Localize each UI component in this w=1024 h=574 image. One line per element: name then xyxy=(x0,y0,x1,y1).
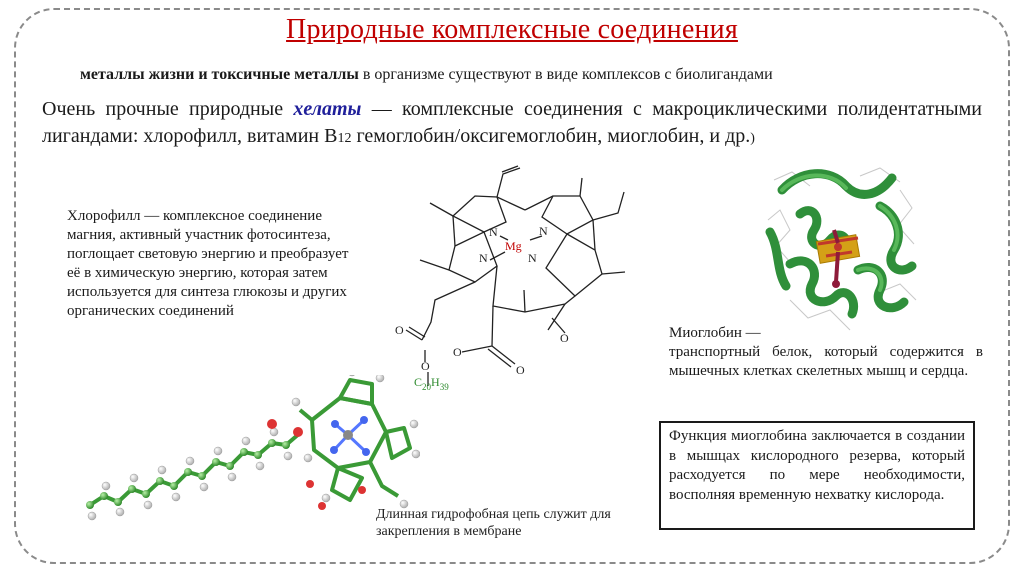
myoglobin-heading: Миоглобин — xyxy=(669,325,761,341)
myoglobin-function-box: Функция миоглобина заключается в создани… xyxy=(659,421,975,530)
intro-bold: металлы жизни и токсичные металлы xyxy=(80,66,359,83)
b12-subscript: 12 xyxy=(337,131,352,146)
mg-label: Mg xyxy=(505,239,522,253)
chelates-paragraph: Очень прочные природные хелаты — комплек… xyxy=(42,96,982,152)
membrane-caption: Длинная гидрофобная цепь служит для закр… xyxy=(376,507,611,539)
intro-line: металлы жизни и токсичные металлы в орга… xyxy=(80,66,773,84)
o-label: O xyxy=(453,345,462,359)
chlorophyll-description: Хлорофилл — комплексное соединение магни… xyxy=(67,208,349,319)
n-label: N xyxy=(489,225,498,239)
o-label: O xyxy=(516,363,525,377)
magnesium-atom xyxy=(343,430,353,440)
n-label: N xyxy=(479,251,488,265)
o-label: O xyxy=(560,331,569,345)
slide-title: Природные комплексные соединения xyxy=(286,14,738,45)
n-label: N xyxy=(528,251,537,265)
oxygen-atom xyxy=(293,427,303,437)
intro-rest: в организме существуют в виде комплексов… xyxy=(358,66,773,83)
chelates-text: — комплексные соединения с макроцикличес… xyxy=(42,98,982,147)
chlorophyll-structure-diagram: N N N N Mg O O O O O C20H39 xyxy=(395,165,626,392)
n-label: N xyxy=(539,224,548,238)
myoglobin-text: транспортный белок, который содержится в… xyxy=(669,344,983,379)
heme-group xyxy=(815,229,861,288)
o-label: O xyxy=(421,359,430,373)
chelates-lead: Очень прочные природные xyxy=(42,98,294,120)
myoglobin-description: Миоглобин — транспортный белок, который с… xyxy=(669,324,983,381)
chelates-tail: гемоглобин/оксигемоглобин, миоглобин, и … xyxy=(351,125,751,147)
chelates-term: хелаты xyxy=(293,98,362,120)
myoglobin-model xyxy=(765,167,917,331)
slide-frame xyxy=(14,8,1010,564)
o-label: O xyxy=(395,323,404,337)
chlorophyll-3d-model xyxy=(86,375,420,521)
chelates-close: ) xyxy=(750,131,755,146)
phytyl-formula: C20H39 xyxy=(414,375,449,392)
